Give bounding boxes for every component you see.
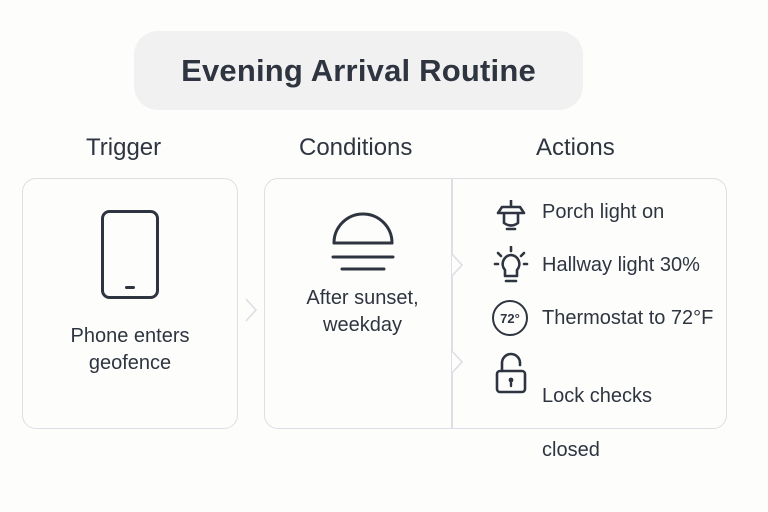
thermostat-icon-text: 72° xyxy=(500,310,520,326)
conditions-text-line2: weekday xyxy=(323,314,402,336)
trigger-card[interactable] xyxy=(22,178,238,429)
chevron-right-icon xyxy=(451,350,464,374)
action-label-thermostat: Thermostat to 72°F xyxy=(542,307,714,329)
conditions-actions-card[interactable] xyxy=(264,178,727,429)
trigger-text-line1: Phone enters xyxy=(70,325,190,347)
column-header-actions: Actions xyxy=(536,134,615,161)
sunset-icon xyxy=(331,212,395,271)
page-title: Evening Arrival Routine xyxy=(181,52,536,88)
trigger-text: Phone enters geofence xyxy=(22,323,238,377)
conditions-text: After sunset, weekday xyxy=(264,285,461,339)
lock-icon xyxy=(495,352,527,394)
action-label-porch: Porch light on xyxy=(542,201,665,223)
thermostat-icon: 72° xyxy=(492,300,528,336)
action-label-lock: Lock checks closed xyxy=(542,356,652,491)
chevron-right-icon xyxy=(451,253,464,277)
conditions-text-line1: After sunset, xyxy=(306,287,419,309)
title-pill: Evening Arrival Routine xyxy=(134,31,583,110)
porch-lamp-icon xyxy=(496,200,526,231)
column-header-conditions: Conditions xyxy=(299,134,413,161)
trigger-text-line2: geofence xyxy=(88,352,172,374)
action-label-hallway: Hallway light 30% xyxy=(542,254,700,276)
action-label-lock-line1: Lock checks xyxy=(542,385,653,407)
column-header-trigger: Trigger xyxy=(86,134,162,161)
action-label-lock-line2: closed xyxy=(542,439,600,461)
chevron-right-icon xyxy=(245,298,258,322)
lightbulb-icon xyxy=(493,246,529,283)
card-divider xyxy=(451,179,453,428)
smartphone-icon xyxy=(101,210,159,299)
